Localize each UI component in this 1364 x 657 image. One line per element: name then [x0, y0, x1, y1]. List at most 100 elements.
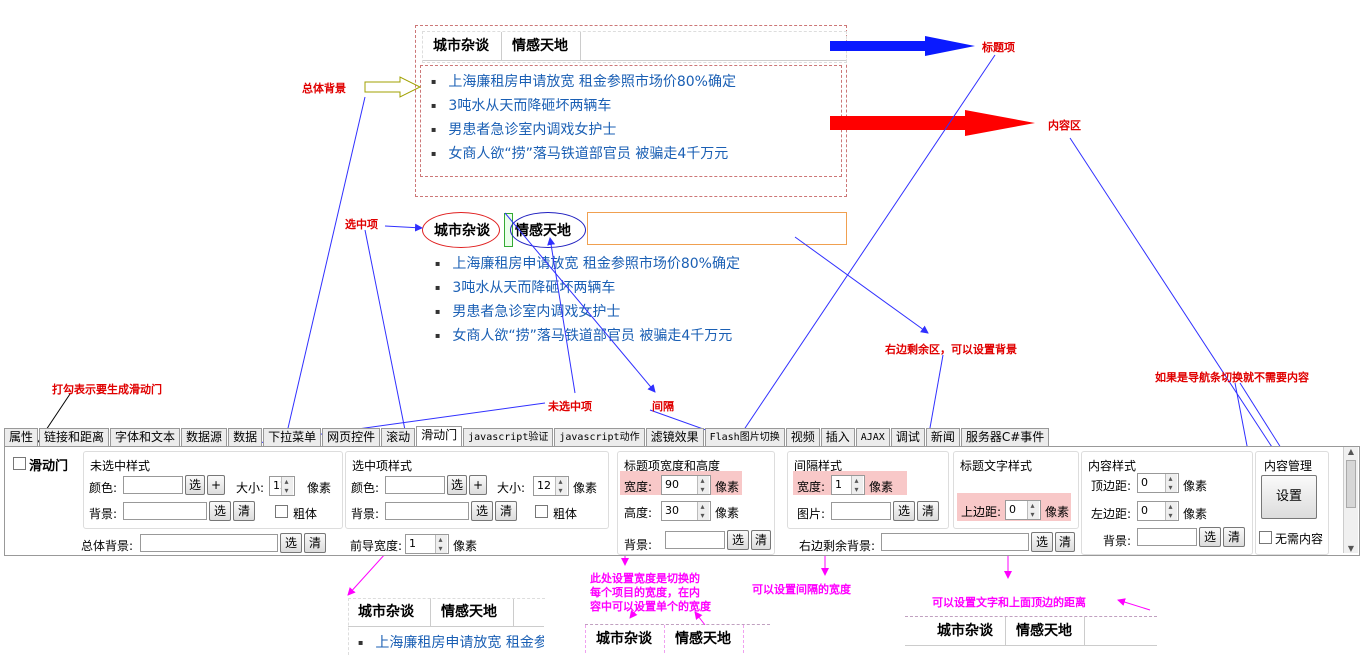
content-top-stepper[interactable]: 0 [1137, 473, 1179, 493]
selected-color-input[interactable] [385, 476, 445, 494]
demo-1-tab-city[interactable]: 城市杂谈 [423, 32, 502, 60]
tab-attributes[interactable]: 属性 [4, 428, 39, 446]
selected-bg-pick-button[interactable]: 选 [471, 501, 493, 521]
title-bg-label: 背景: [624, 538, 653, 552]
content-bg-input[interactable] [1137, 528, 1197, 546]
tab-data[interactable]: 数据 [228, 428, 263, 446]
scroll-down-icon[interactable]: ▼ [1347, 544, 1355, 553]
unselected-bg-clear-button[interactable]: 清 [233, 501, 255, 521]
slide-door-checkbox[interactable] [13, 457, 26, 470]
selected-bg-label: 背景: [351, 507, 380, 521]
overall-bg-input[interactable] [140, 534, 278, 552]
title-width-stepper[interactable]: 90 [661, 475, 711, 495]
top-margin-unit: 像素 [1045, 505, 1070, 519]
news-item[interactable]: 上海廉租房申请放宽 租金参照市场价80%确定 [431, 70, 841, 94]
title-bg-pick-button[interactable]: 选 [727, 530, 749, 550]
no-content-checkbox[interactable] [1259, 531, 1272, 544]
selected-color-add-button[interactable]: + [469, 475, 487, 495]
tab-flash-image[interactable]: Flash图片切换 [704, 428, 785, 446]
scroll-thumb[interactable] [1346, 460, 1356, 508]
news-item[interactable]: 男患者急诊室内调戏女护士 [431, 118, 841, 142]
tab-font-text[interactable]: 字体和文本 [110, 428, 181, 446]
tab-video[interactable]: 视频 [785, 428, 820, 446]
title-width-label: 宽度: [624, 480, 653, 494]
tab-filter-effect[interactable]: 滤镜效果 [645, 428, 704, 446]
slide-door-label: 滑动门 [29, 459, 69, 474]
label-content-area: 内容区 [1048, 119, 1081, 132]
preview-2-tab-city[interactable]: 城市杂谈 [585, 625, 665, 653]
arrow-title-item [830, 36, 975, 56]
overall-bg-clear-button[interactable]: 清 [304, 533, 326, 553]
selected-bg-clear-button[interactable]: 清 [495, 501, 517, 521]
news-item[interactable]: 3吨水从天而降砸坏两辆车 [431, 94, 841, 118]
unselected-bg-input[interactable] [123, 502, 207, 520]
title-height-stepper[interactable]: 30 [661, 501, 711, 521]
preview-2-tab-emotion[interactable]: 情感天地 [665, 625, 744, 653]
content-bg-label: 背景: [1103, 534, 1132, 548]
news-item[interactable]: 3吨水从天而降砸坏两辆车 [435, 276, 845, 300]
top-margin-stepper[interactable]: 0 [1005, 500, 1041, 520]
preview-1-tab-city[interactable]: 城市杂谈 [348, 598, 431, 626]
tab-datasource[interactable]: 数据源 [181, 428, 228, 446]
lead-width-stepper[interactable]: 1 [405, 534, 449, 554]
selected-bg-input[interactable] [385, 502, 469, 520]
unselected-color-input[interactable] [123, 476, 183, 494]
gap-width-label: 宽度: [797, 480, 826, 494]
title-bg-clear-button[interactable]: 清 [751, 530, 771, 550]
selected-size-stepper[interactable]: 12 [533, 476, 569, 496]
unselected-size-stepper[interactable]: 12 [269, 476, 295, 496]
label-unselected-item: 未选中项 [548, 400, 592, 413]
demo-2-tab-city[interactable]: 城市杂谈 [434, 223, 490, 239]
overall-bg-pick-button[interactable]: 选 [280, 533, 302, 553]
right-remaining-bg-pick-button[interactable]: 选 [1031, 532, 1053, 552]
tab-slide-door[interactable]: 滑动门 [416, 426, 463, 446]
preview-3-tab-city[interactable]: 城市杂谈 [927, 617, 1006, 645]
content-left-stepper[interactable]: 0 [1137, 501, 1179, 521]
unselected-bold-checkbox[interactable] [275, 505, 288, 518]
selected-color-pick-button[interactable]: 选 [447, 475, 467, 495]
label-width-note-2: 每个项目的宽度，在内 [590, 586, 700, 599]
gap-image-input[interactable] [831, 502, 891, 520]
scroll-up-icon[interactable]: ▲ [1347, 447, 1355, 456]
content-bg-pick-button[interactable]: 选 [1199, 527, 1221, 547]
gap-image-pick-button[interactable]: 选 [893, 501, 915, 521]
news-item[interactable]: 女商人欲“捞”落马铁道部官员 被骗走4千万元 [435, 324, 845, 348]
tab-js-action[interactable]: javascript动作 [554, 428, 645, 446]
tab-ajax[interactable]: AJAX [855, 428, 890, 446]
content-bg-clear-button[interactable]: 清 [1223, 527, 1245, 547]
tab-link-distance[interactable]: 链接和距离 [39, 428, 110, 446]
right-remaining-bg-clear-button[interactable]: 清 [1055, 532, 1075, 552]
unselected-bg-pick-button[interactable]: 选 [209, 501, 231, 521]
news-item[interactable]: 女商人欲“捞”落马铁道部官员 被骗走4千万元 [431, 142, 841, 166]
unselected-color-pick-button[interactable]: 选 [185, 475, 205, 495]
demo-2-unselected-tab[interactable] [510, 212, 586, 248]
news-item[interactable]: 上海廉租房申请放宽 租金参照市场价80%确定 [435, 252, 845, 276]
preview-3-tab-emotion[interactable]: 情感天地 [1006, 617, 1085, 645]
setup-button[interactable]: 设置 [1261, 475, 1317, 519]
title-text-group: 标题文字样式 [953, 451, 1079, 529]
demo-2-tab-emotion[interactable]: 情感天地 [515, 223, 571, 239]
tab-server-events[interactable]: 服务器C#事件 [960, 428, 1050, 446]
tab-debug[interactable]: 调试 [890, 428, 925, 446]
tab-scroll[interactable]: 滚动 [381, 428, 416, 446]
unselected-color-add-button[interactable]: + [207, 475, 225, 495]
tab-insert[interactable]: 插入 [820, 428, 855, 446]
news-item[interactable]: 上海廉租房申请放宽 租金参 [358, 631, 544, 654]
panel-scrollbar[interactable]: ▲ ▼ [1343, 447, 1358, 553]
title-bg-input[interactable] [665, 531, 725, 549]
unselected-style-title: 未选中样式 [90, 459, 151, 473]
demo-1-tab-emotion[interactable]: 情感天地 [502, 32, 581, 60]
content-top-unit: 像素 [1183, 479, 1208, 493]
tab-dropdown-menu[interactable]: 下拉菜单 [263, 428, 322, 446]
tab-js-validate[interactable]: javascript验证 [463, 428, 554, 446]
gap-image-clear-button[interactable]: 清 [917, 501, 939, 521]
content-style-group: 内容样式 [1081, 451, 1253, 555]
tab-web-controls[interactable]: 网页控件 [322, 428, 381, 446]
preview-1-tab-emotion[interactable]: 情感天地 [431, 598, 514, 626]
gap-width-stepper[interactable]: 1 [831, 475, 865, 495]
content-top-label: 顶边距: [1091, 479, 1132, 493]
selected-bold-checkbox[interactable] [535, 505, 548, 518]
tab-news[interactable]: 新闻 [925, 428, 960, 446]
right-remaining-bg-input[interactable] [881, 533, 1029, 551]
news-item[interactable]: 男患者急诊室内调戏女护士 [435, 300, 845, 324]
